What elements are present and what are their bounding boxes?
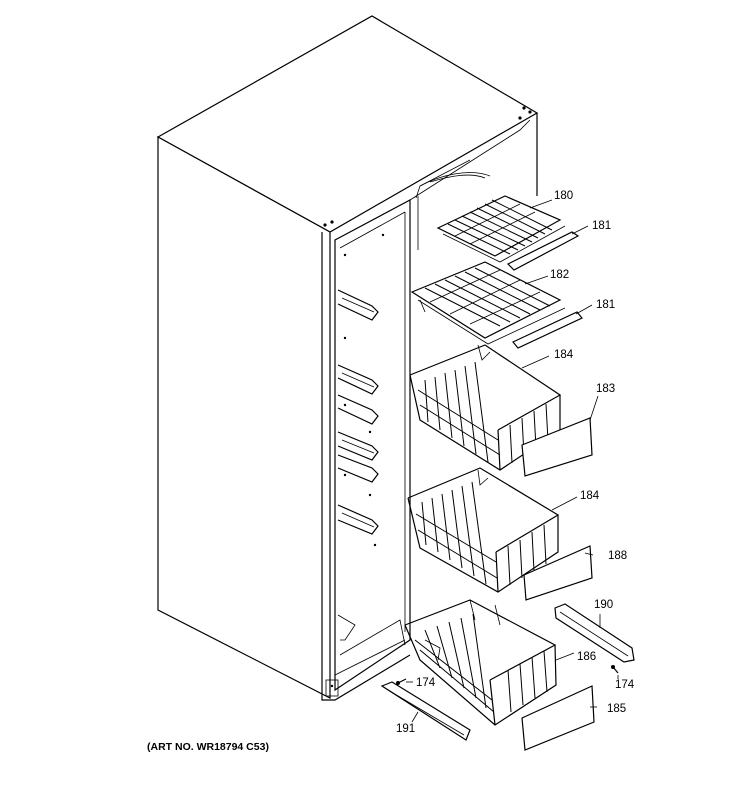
basket-front-183 xyxy=(521,417,593,477)
callout-184-middle: 184 xyxy=(580,490,600,502)
callout-174-left: 174 xyxy=(416,677,436,689)
basket-184-middle xyxy=(407,467,560,593)
callout-180: 180 xyxy=(554,190,573,202)
callout-174-right: 174 xyxy=(615,679,635,691)
screw-174-left xyxy=(396,678,407,685)
slide-rail-190 xyxy=(554,603,635,663)
screw-174-right xyxy=(611,665,619,674)
callout-181-upper: 181 xyxy=(592,220,611,232)
basket-front-185 xyxy=(521,685,595,751)
leader-lines xyxy=(406,199,619,723)
callout-181-lower: 181 xyxy=(596,299,615,311)
art-number: (ART NO. WR18794 C53) xyxy=(147,741,269,753)
basket-184-upper xyxy=(409,344,562,471)
callout-182: 182 xyxy=(550,269,569,281)
basket-front-188 xyxy=(523,545,593,601)
basket-186-bottom xyxy=(404,599,557,726)
callout-184-upper: 184 xyxy=(554,349,574,361)
freezer-cabinet xyxy=(156,15,539,701)
shelf-180 xyxy=(436,195,566,263)
callout-188: 188 xyxy=(608,550,627,562)
shelf-trim-181-lower xyxy=(512,311,583,349)
shelf-182 xyxy=(410,261,566,345)
callout-183: 183 xyxy=(596,383,615,395)
callout-186: 186 xyxy=(577,651,596,663)
callout-185: 185 xyxy=(607,703,626,715)
slide-rail-191 xyxy=(380,681,471,741)
callout-190: 190 xyxy=(594,599,613,611)
callout-191: 191 xyxy=(396,723,415,735)
shelf-trim-181-upper xyxy=(506,231,580,271)
